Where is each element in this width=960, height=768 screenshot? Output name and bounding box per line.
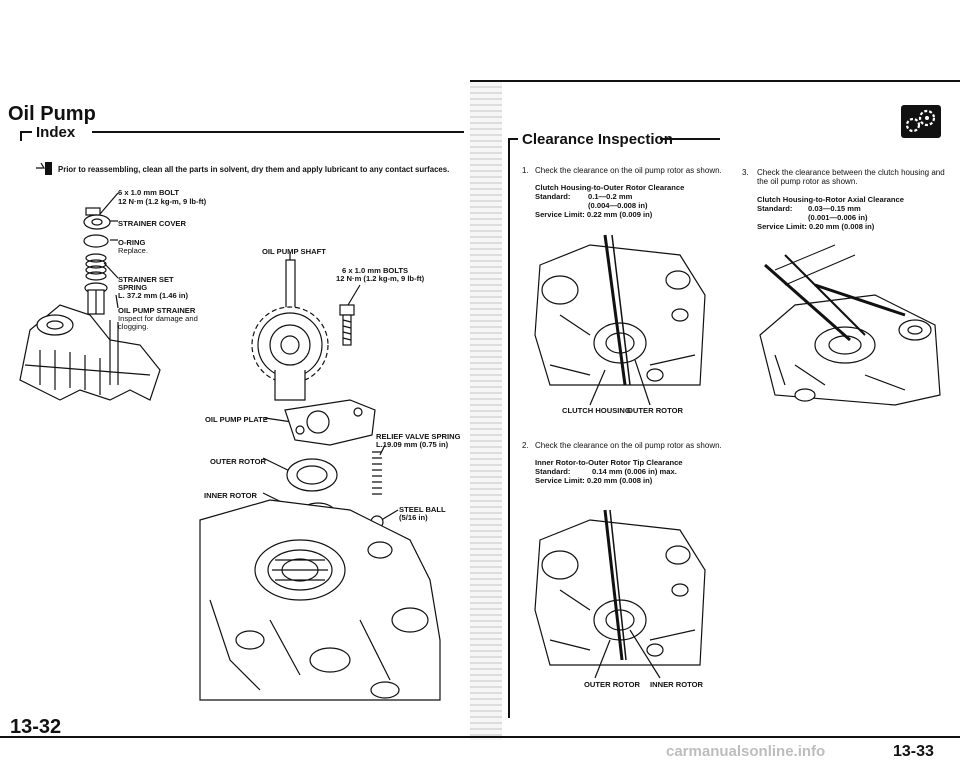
drive-gear xyxy=(251,306,329,401)
outer-rotor xyxy=(286,458,338,492)
pump-plate xyxy=(284,399,376,446)
section-heading-index: Index xyxy=(36,124,76,141)
label-spring: SPRING xyxy=(118,283,148,292)
label-o-ring-note: Replace. xyxy=(118,246,148,255)
oil-pump-exploded-diagram xyxy=(19,192,441,701)
step3-standard-value-1: 0.03—0.15 mm xyxy=(808,204,861,213)
bottom-rule xyxy=(0,736,960,738)
label-strainer-cover: STRAINER COVER xyxy=(118,219,186,228)
step3-standard-label: Standard: xyxy=(757,204,793,213)
clearance-rule-vert xyxy=(508,138,510,718)
label-o-ring: O-RING xyxy=(118,238,146,247)
step1-figure xyxy=(534,234,706,406)
page-gutter xyxy=(470,80,502,740)
step3-text-2: the oil pump rotor as shown. xyxy=(757,177,858,186)
label-strainer-set: STRAINER SET xyxy=(118,275,174,284)
relief-spring xyxy=(372,451,382,495)
page-number-right: 13-33 xyxy=(893,743,934,760)
note-icon xyxy=(36,162,54,176)
label-strainer-note-1: Inspect for damage and xyxy=(118,314,198,323)
step1-fig-label-clutch-housing: CLUTCH HOUSING xyxy=(562,406,631,415)
step3-heading: Clutch Housing-to-Rotor Axial Clearance xyxy=(757,195,904,204)
step1-standard-value-1: 0.1—0.2 mm xyxy=(588,192,633,201)
step3-text-1: Check the clearance between the clutch h… xyxy=(757,168,945,177)
step2-figure xyxy=(534,509,706,679)
step3-figure xyxy=(759,244,941,406)
section-heading-clearance: Clearance Inspection xyxy=(522,131,673,148)
label-oil-pump-plate: OIL PUMP PLATE xyxy=(205,415,268,424)
step2-fig-label-outer-rotor: OUTER ROTOR xyxy=(584,680,640,689)
label-inner-rotor: INNER ROTOR xyxy=(204,491,258,500)
step1-fig-label-outer-rotor: OUTER ROTOR xyxy=(627,406,683,415)
step1-service-limit: Service Limit: 0.22 mm (0.009 in) xyxy=(535,210,653,219)
step2-standard-label: Standard: xyxy=(535,467,571,476)
clutch-housing xyxy=(199,499,441,701)
label-bolt-spec: 6 x 1.0 mm BOLT xyxy=(118,188,180,197)
label-bolts-spec: 6 x 1.0 mm BOLTS xyxy=(342,266,409,275)
transmission-logo-icon xyxy=(901,105,941,138)
page-number-left: 13-32 xyxy=(10,716,62,738)
step2-service-limit: Service Limit: 0.20 mm (0.008 in) xyxy=(535,476,653,485)
clearance-rule-left xyxy=(508,138,518,140)
step3-standard-value-2: (0.001—0.006 in) xyxy=(808,213,868,222)
clearance-rule xyxy=(660,138,720,140)
top-rule xyxy=(470,80,960,82)
strainer-spring xyxy=(85,253,107,281)
step1-text: Check the clearance on the oil pump roto… xyxy=(535,166,722,175)
bolts-pair xyxy=(339,304,355,346)
step2-heading: Inner Rotor-to-Outer Rotor Tip Clearance xyxy=(535,458,683,467)
strainer-cover xyxy=(83,214,111,230)
step2-number: 2. xyxy=(522,441,529,450)
label-spring-length: L. 37.2 mm (1.46 in) xyxy=(118,291,189,300)
step2-text: Check the clearance on the oil pump roto… xyxy=(535,441,722,450)
step3-service-limit: Service Limit: 0.20 mm (0.008 in) xyxy=(757,222,875,231)
label-bolts-torque: 12 N·m (1.2 kg-m, 9 lb-ft) xyxy=(336,274,425,283)
note-text: Prior to reassembling, clean all the par… xyxy=(58,165,450,174)
step3-number: 3. xyxy=(742,168,749,177)
label-steel-ball: STEEL BALL xyxy=(399,505,446,514)
index-rule xyxy=(92,131,464,133)
section-rule-left-vert xyxy=(20,131,22,141)
label-steel-ball-size: (5/16 in) xyxy=(399,513,428,522)
oil-strainer xyxy=(84,282,108,315)
step1-number: 1. xyxy=(522,166,529,175)
watermark: carmanualsonline.info xyxy=(666,743,826,760)
label-relief-length: L.19.09 mm (0.75 in) xyxy=(376,440,449,449)
step2-standard-value: 0.14 mm (0.006 in) max. xyxy=(592,467,677,476)
label-oil-pump-shaft: OIL PUMP SHAFT xyxy=(262,247,326,256)
page-title: Oil Pump xyxy=(8,103,96,125)
step1-standard-label: Standard: xyxy=(535,192,571,201)
label-relief-spring: RELIEF VALVE SPRING xyxy=(376,432,461,441)
step2-fig-label-inner-rotor: INNER ROTOR xyxy=(650,680,704,689)
label-bolt-torque: 12 N·m (1.2 kg-m, 9 lb-ft) xyxy=(118,197,207,206)
section-rule-left xyxy=(20,131,32,133)
case-fragment-left xyxy=(19,304,161,401)
label-outer-rotor: OUTER ROTOR xyxy=(210,457,266,466)
step1-standard-value-2: (0.004—0.008 in) xyxy=(588,201,648,210)
label-strainer-note-2: clogging. xyxy=(118,322,149,331)
label-oil-pump-strainer: OIL PUMP STRAINER xyxy=(118,306,196,315)
step1-heading: Clutch Housing-to-Outer Rotor Clearance xyxy=(535,183,685,192)
